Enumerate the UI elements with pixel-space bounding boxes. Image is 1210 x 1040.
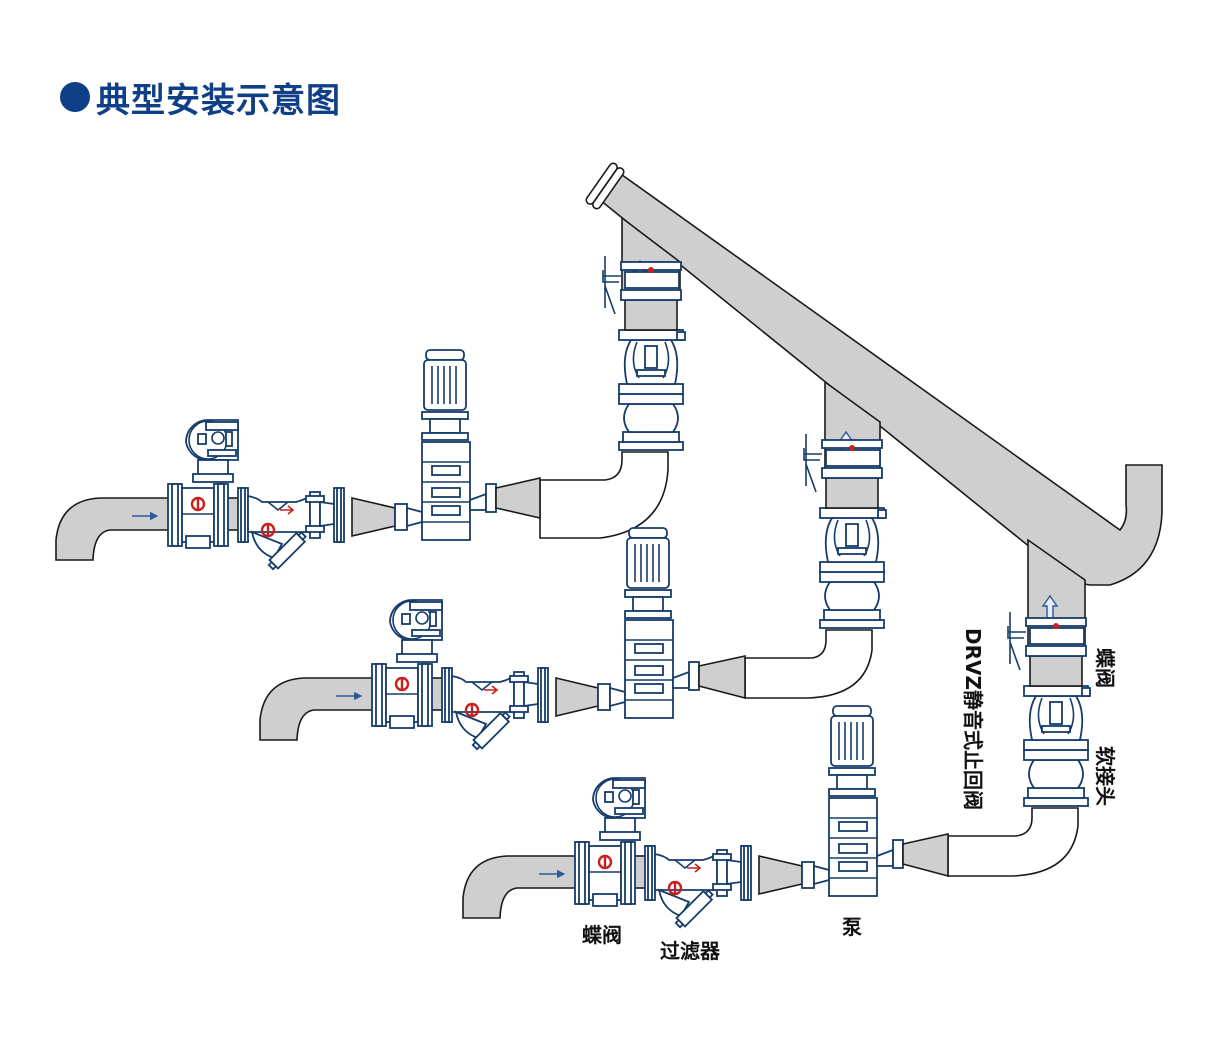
- reducer-in: [351, 496, 396, 538]
- check-valve-assembly-bottom: [1007, 611, 1091, 807]
- inlet-elbow: [462, 855, 578, 919]
- check-valve-assembly-top: [602, 255, 686, 451]
- butterfly-valve: [370, 598, 444, 730]
- reducer-out: [495, 476, 541, 520]
- discharge-elbow-middle: [744, 629, 873, 699]
- diagram-title: 典型安装示意图: [60, 74, 341, 121]
- vertical-pump: [421, 349, 471, 541]
- pump-inlet-flange: [394, 503, 408, 531]
- inlet-elbow: [55, 497, 171, 561]
- row-middle: [259, 527, 746, 753]
- reducer-out: [902, 833, 949, 878]
- row-bottom: [462, 705, 949, 931]
- bullet-icon: [60, 82, 90, 112]
- label-check-valve: DRVZ静音式止回阀: [961, 628, 985, 810]
- butterfly-valve: [573, 776, 647, 908]
- header-end-flange: [585, 162, 625, 210]
- inlet-elbow: [259, 677, 375, 741]
- pump-outlet-flange: [485, 483, 497, 513]
- y-strainer: [440, 666, 550, 753]
- butterfly-valve: [166, 418, 240, 550]
- vertical-pump: [624, 527, 674, 719]
- label-filter: 过滤器: [660, 939, 721, 963]
- pump-inlet-flange: [597, 683, 611, 711]
- label-butterfly-valve: 蝶阀: [582, 923, 622, 947]
- discharge-elbow-bottom: [947, 807, 1079, 877]
- discharge-elbow-top: [539, 451, 669, 539]
- pump-inlet-flange: [801, 861, 815, 889]
- check-valve-assembly-middle: [803, 433, 887, 629]
- vertical-pump: [828, 705, 878, 897]
- label-pump: 泵: [842, 915, 862, 939]
- y-strainer: [236, 486, 346, 573]
- label-butterfly-valve-vertical: 蝶阀: [1093, 648, 1117, 688]
- pump-outlet-flange: [892, 839, 904, 869]
- row-top: [55, 349, 541, 573]
- reducer-out: [698, 655, 746, 700]
- reducer-in: [758, 854, 803, 896]
- y-strainer: [643, 844, 753, 931]
- title-text: 典型安装示意图: [96, 80, 341, 121]
- reducer-in: [555, 676, 599, 718]
- pump-outlet-flange: [688, 661, 700, 691]
- label-flexible-joint: 软接头: [1093, 746, 1117, 806]
